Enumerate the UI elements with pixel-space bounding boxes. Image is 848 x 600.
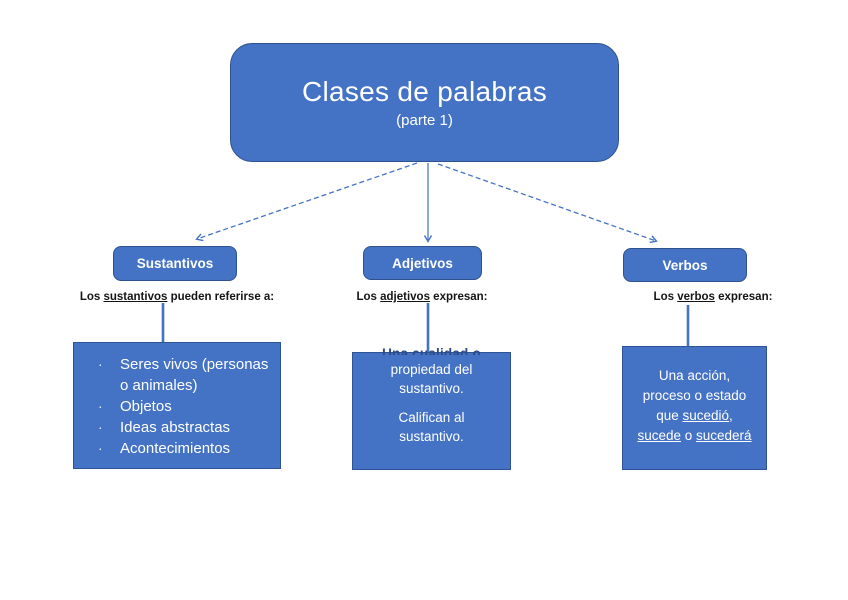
bullet-item: Ideas abstractas — [98, 417, 274, 438]
branch-header-verbos: Verbos — [623, 248, 747, 282]
branch-header-sustantivos: Sustantivos — [113, 246, 237, 281]
caption-suffix: pueden referirse a: — [167, 291, 275, 303]
underlined-word: sucedió — [682, 408, 730, 423]
plain-text: o — [680, 428, 696, 443]
caption-prefix: Los — [653, 291, 678, 303]
main-subtitle: (parte 1) — [396, 112, 453, 129]
caption-suffix: expresan: — [429, 291, 488, 303]
content-line: proceso o estado — [623, 386, 766, 406]
caption-prefix: Los — [356, 291, 381, 303]
caption-adjetivos: Los adjetivos expresan: — [342, 291, 502, 303]
content-box-adjetivos: propiedad del sustantivo. Califican al su… — [352, 352, 511, 470]
caption-suffix: expresan: — [714, 291, 773, 303]
caption-sustantivos: Los sustantivos pueden referirse a: — [47, 291, 307, 303]
caption-keyword: adjetivos — [380, 291, 430, 303]
plain-text: que — [656, 408, 683, 423]
underlined-word: sucederá — [696, 428, 752, 443]
adjetivos-paragraphs: propiedad del sustantivo. Califican al su… — [353, 353, 510, 446]
arrow-to-sustantivos — [195, 162, 418, 242]
content-line: sucede o sucederá — [623, 426, 766, 446]
bullet-item: Acontecimientos — [98, 438, 274, 459]
bullet-item: Objetos — [98, 396, 274, 417]
content-box-sustantivos: Seres vivos (personas o animales)Objetos… — [73, 342, 281, 469]
content-line: que sucedió, — [623, 406, 766, 426]
plain-text: , — [729, 408, 733, 423]
caption-keyword: verbos — [677, 291, 715, 303]
content-paragraph: propiedad del sustantivo. — [390, 362, 473, 396]
content-line: Una acción, — [623, 366, 766, 386]
plain-text: Una acción, — [658, 368, 731, 383]
main-topic-box: Clases de palabras (parte 1) — [230, 43, 619, 162]
main-title: Clases de palabras — [301, 76, 548, 107]
caption-keyword: sustantivos — [103, 291, 168, 303]
arrow-to-verbos — [437, 163, 658, 244]
bullet-item: Seres vivos (personas o animales) — [98, 354, 274, 396]
content-paragraph: Califican al sustantivo. — [398, 410, 465, 444]
sustantivos-bullet-list: Seres vivos (personas o animales)Objetos… — [74, 343, 280, 459]
branch-header-adjetivos: Adjetivos — [363, 246, 482, 280]
caption-prefix: Los — [79, 291, 104, 303]
underlined-word: sucede — [637, 428, 681, 443]
caption-verbos: Los verbos expresan: — [650, 291, 776, 303]
plain-text: proceso o estado — [642, 388, 747, 403]
